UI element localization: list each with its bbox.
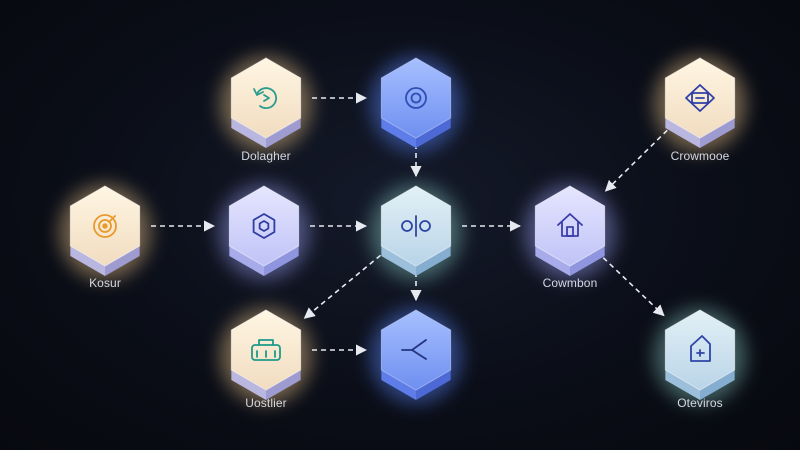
- node-side-n10: [700, 370, 735, 400]
- node-side-n3: [665, 118, 700, 148]
- node-side-n9: [381, 370, 416, 400]
- node-side-n7: [535, 246, 570, 276]
- node-face-n7: [534, 185, 606, 267]
- node-n7[interactable]: [534, 185, 606, 276]
- target-icon: [93, 214, 117, 238]
- chip-frame-icon: [685, 84, 715, 112]
- node-layer: [69, 57, 736, 400]
- node-side-n1: [266, 118, 301, 148]
- house-icon: [557, 213, 583, 237]
- node-side-n4: [105, 246, 140, 276]
- node-side-n8: [266, 370, 301, 400]
- node-side-n7: [570, 246, 605, 276]
- edge-n7-n10: [602, 257, 665, 317]
- node-face-n9: [380, 309, 452, 391]
- edge-layer: [151, 92, 668, 356]
- edge-n3-n7: [604, 129, 668, 192]
- refresh-circle-icon: [253, 87, 277, 109]
- node-n1[interactable]: [230, 57, 302, 148]
- node-face-n8: [230, 309, 302, 391]
- hexagon-icon: [252, 213, 276, 239]
- node-side-n5: [264, 246, 299, 276]
- label-n1: Dolagher: [241, 149, 291, 163]
- node-n9[interactable]: [380, 309, 452, 400]
- node-side-n4: [70, 246, 105, 276]
- node-side-n8: [231, 370, 266, 400]
- edge-n6-n8: [303, 254, 382, 319]
- bar-circle-icon: [401, 215, 431, 237]
- branch-icon: [401, 339, 427, 360]
- label-n4: Kosur: [89, 276, 121, 290]
- node-side-n10: [665, 370, 700, 400]
- node-side-n5: [229, 246, 264, 276]
- label-n10: Oteviros: [677, 396, 723, 410]
- node-side-n2: [381, 118, 416, 148]
- node-n3[interactable]: [664, 57, 736, 148]
- ring-icon: [405, 87, 427, 109]
- node-n8[interactable]: [230, 309, 302, 400]
- node-side-n6: [381, 246, 416, 276]
- label-n8: Uostlier: [245, 396, 287, 410]
- toolbox-icon: [251, 339, 281, 361]
- node-n5[interactable]: [228, 185, 300, 276]
- node-n6[interactable]: [380, 185, 452, 276]
- node-side-n9: [416, 370, 451, 400]
- node-side-n6: [416, 246, 451, 276]
- node-side-n2: [416, 118, 451, 148]
- node-face-n1: [230, 57, 302, 139]
- label-n3: Crowmooe: [670, 149, 730, 163]
- node-n4[interactable]: [69, 185, 141, 276]
- node-n2[interactable]: [380, 57, 452, 148]
- node-side-n3: [700, 118, 735, 148]
- label-n7: Cowmbon: [542, 276, 598, 290]
- node-face-n2: [380, 57, 452, 139]
- cabinet-icon: [690, 335, 711, 362]
- node-side-n1: [231, 118, 266, 148]
- node-face-n5: [228, 185, 300, 267]
- node-n10[interactable]: [664, 309, 736, 400]
